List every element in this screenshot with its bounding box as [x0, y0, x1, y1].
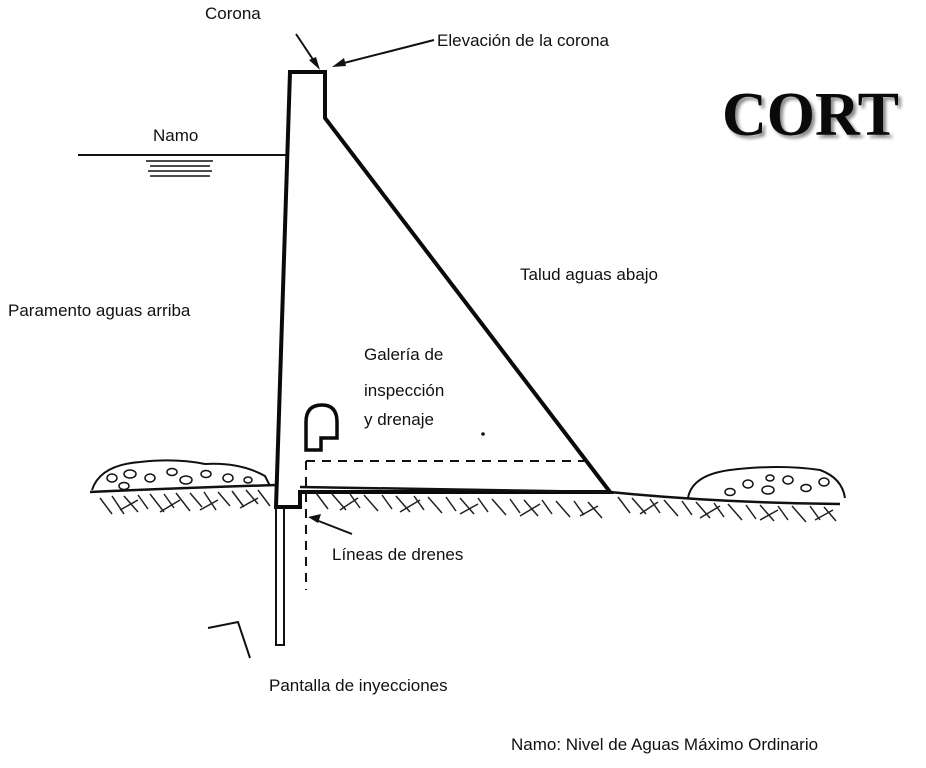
corona-label: Corona	[205, 4, 261, 23]
footnote: Namo: Nivel de Aguas Máximo Ordinario	[511, 735, 819, 754]
foundation-line	[89, 483, 841, 506]
inspection-gallery	[304, 403, 339, 452]
left-soil-mound	[91, 459, 271, 491]
galeria-label-line1: Galería de	[364, 345, 444, 364]
drenes-arrowhead	[308, 514, 321, 523]
right-pebbles	[724, 474, 830, 497]
grout-curtain	[275, 507, 285, 646]
galeria-label-line3: y drenaje	[364, 410, 434, 429]
gallery-dot	[481, 432, 485, 436]
elevacion-corona-label: Elevación de la corona	[437, 31, 610, 50]
galeria-label-line2: inspección	[364, 381, 445, 400]
elevacion-arrowhead	[332, 58, 346, 67]
pantalla-label: Pantalla de inyecciones	[269, 676, 448, 695]
corona-arrowhead	[309, 57, 320, 70]
left-pebbles	[106, 467, 253, 491]
drenes-leader	[315, 519, 353, 535]
page-title: CORT	[722, 81, 899, 149]
drenes-label: Líneas de drenes	[332, 545, 464, 564]
water-level-symbol	[146, 160, 213, 177]
talud-label: Talud aguas abajo	[520, 265, 659, 284]
paramento-label: Paramento aguas arriba	[8, 301, 191, 320]
pantalla-leader	[207, 620, 251, 659]
namo-label: Namo	[153, 126, 199, 145]
drain-lines	[305, 460, 592, 590]
dam-body	[273, 70, 615, 509]
right-soil-mound	[687, 466, 846, 499]
foundation-hatching	[99, 489, 837, 523]
elevacion-leader	[339, 39, 435, 65]
